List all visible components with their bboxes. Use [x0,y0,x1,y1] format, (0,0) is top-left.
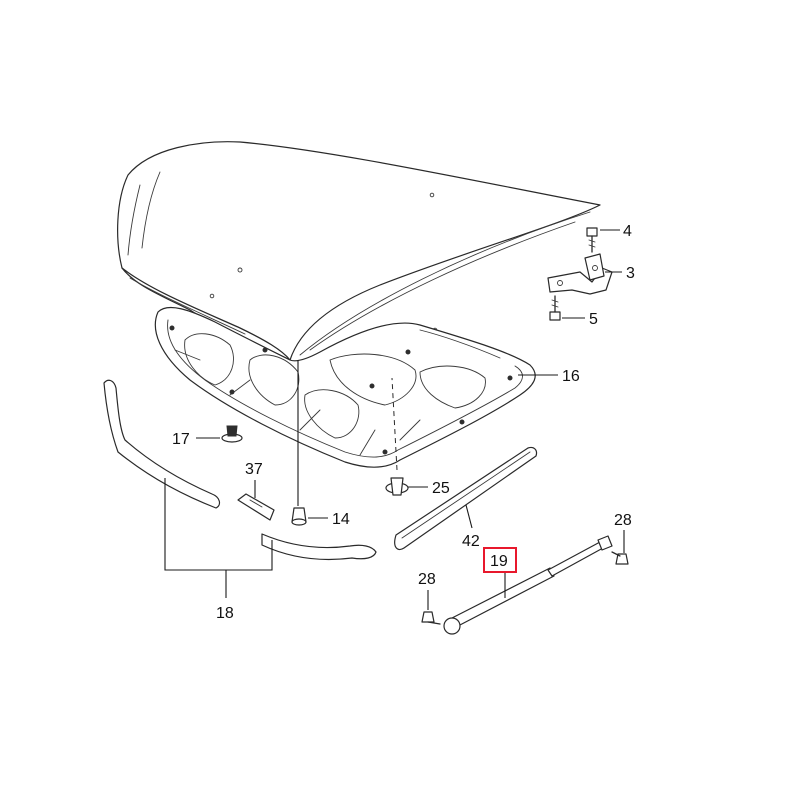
hood-hinge [547,253,613,295]
callout-17: 17 [172,431,190,448]
callout-28-left: 28 [418,571,436,588]
hood-bumper-14 [291,507,307,526]
hood-stopper-37 [237,493,275,521]
callout-28-right: 28 [614,512,632,529]
hinge-bolt-lower [549,295,561,321]
callout-42: 42 [462,533,480,550]
callout-5: 5 [589,311,598,328]
callout-4: 4 [623,223,632,240]
hinge-bolt-upper [586,227,598,253]
hood-clip-25 [385,477,409,496]
hood-gas-strut [443,535,613,635]
callout-25: 25 [432,480,450,497]
strut-ball-stud-right [611,551,629,565]
callout-18: 18 [216,605,234,622]
clip-25-axis [391,377,398,471]
callout-16: 16 [562,368,580,385]
callouts: 4 3 5 16 17 37 25 14 28 42 19 28 18 [172,223,635,622]
hood-inner-frame [154,306,536,468]
callout-19: 19 [490,553,508,570]
callout-14: 14 [332,511,350,528]
callout-37: 37 [245,461,263,478]
hood-seal-rear [261,533,377,561]
hood-seal-front [103,379,221,509]
hood-seal-strip-42 [394,446,538,551]
callout-3: 3 [626,265,635,282]
highlight-box [483,547,517,573]
hood-clip-17 [221,425,243,443]
strut-ball-stud-left [421,611,441,625]
leader-lines [164,229,625,610]
